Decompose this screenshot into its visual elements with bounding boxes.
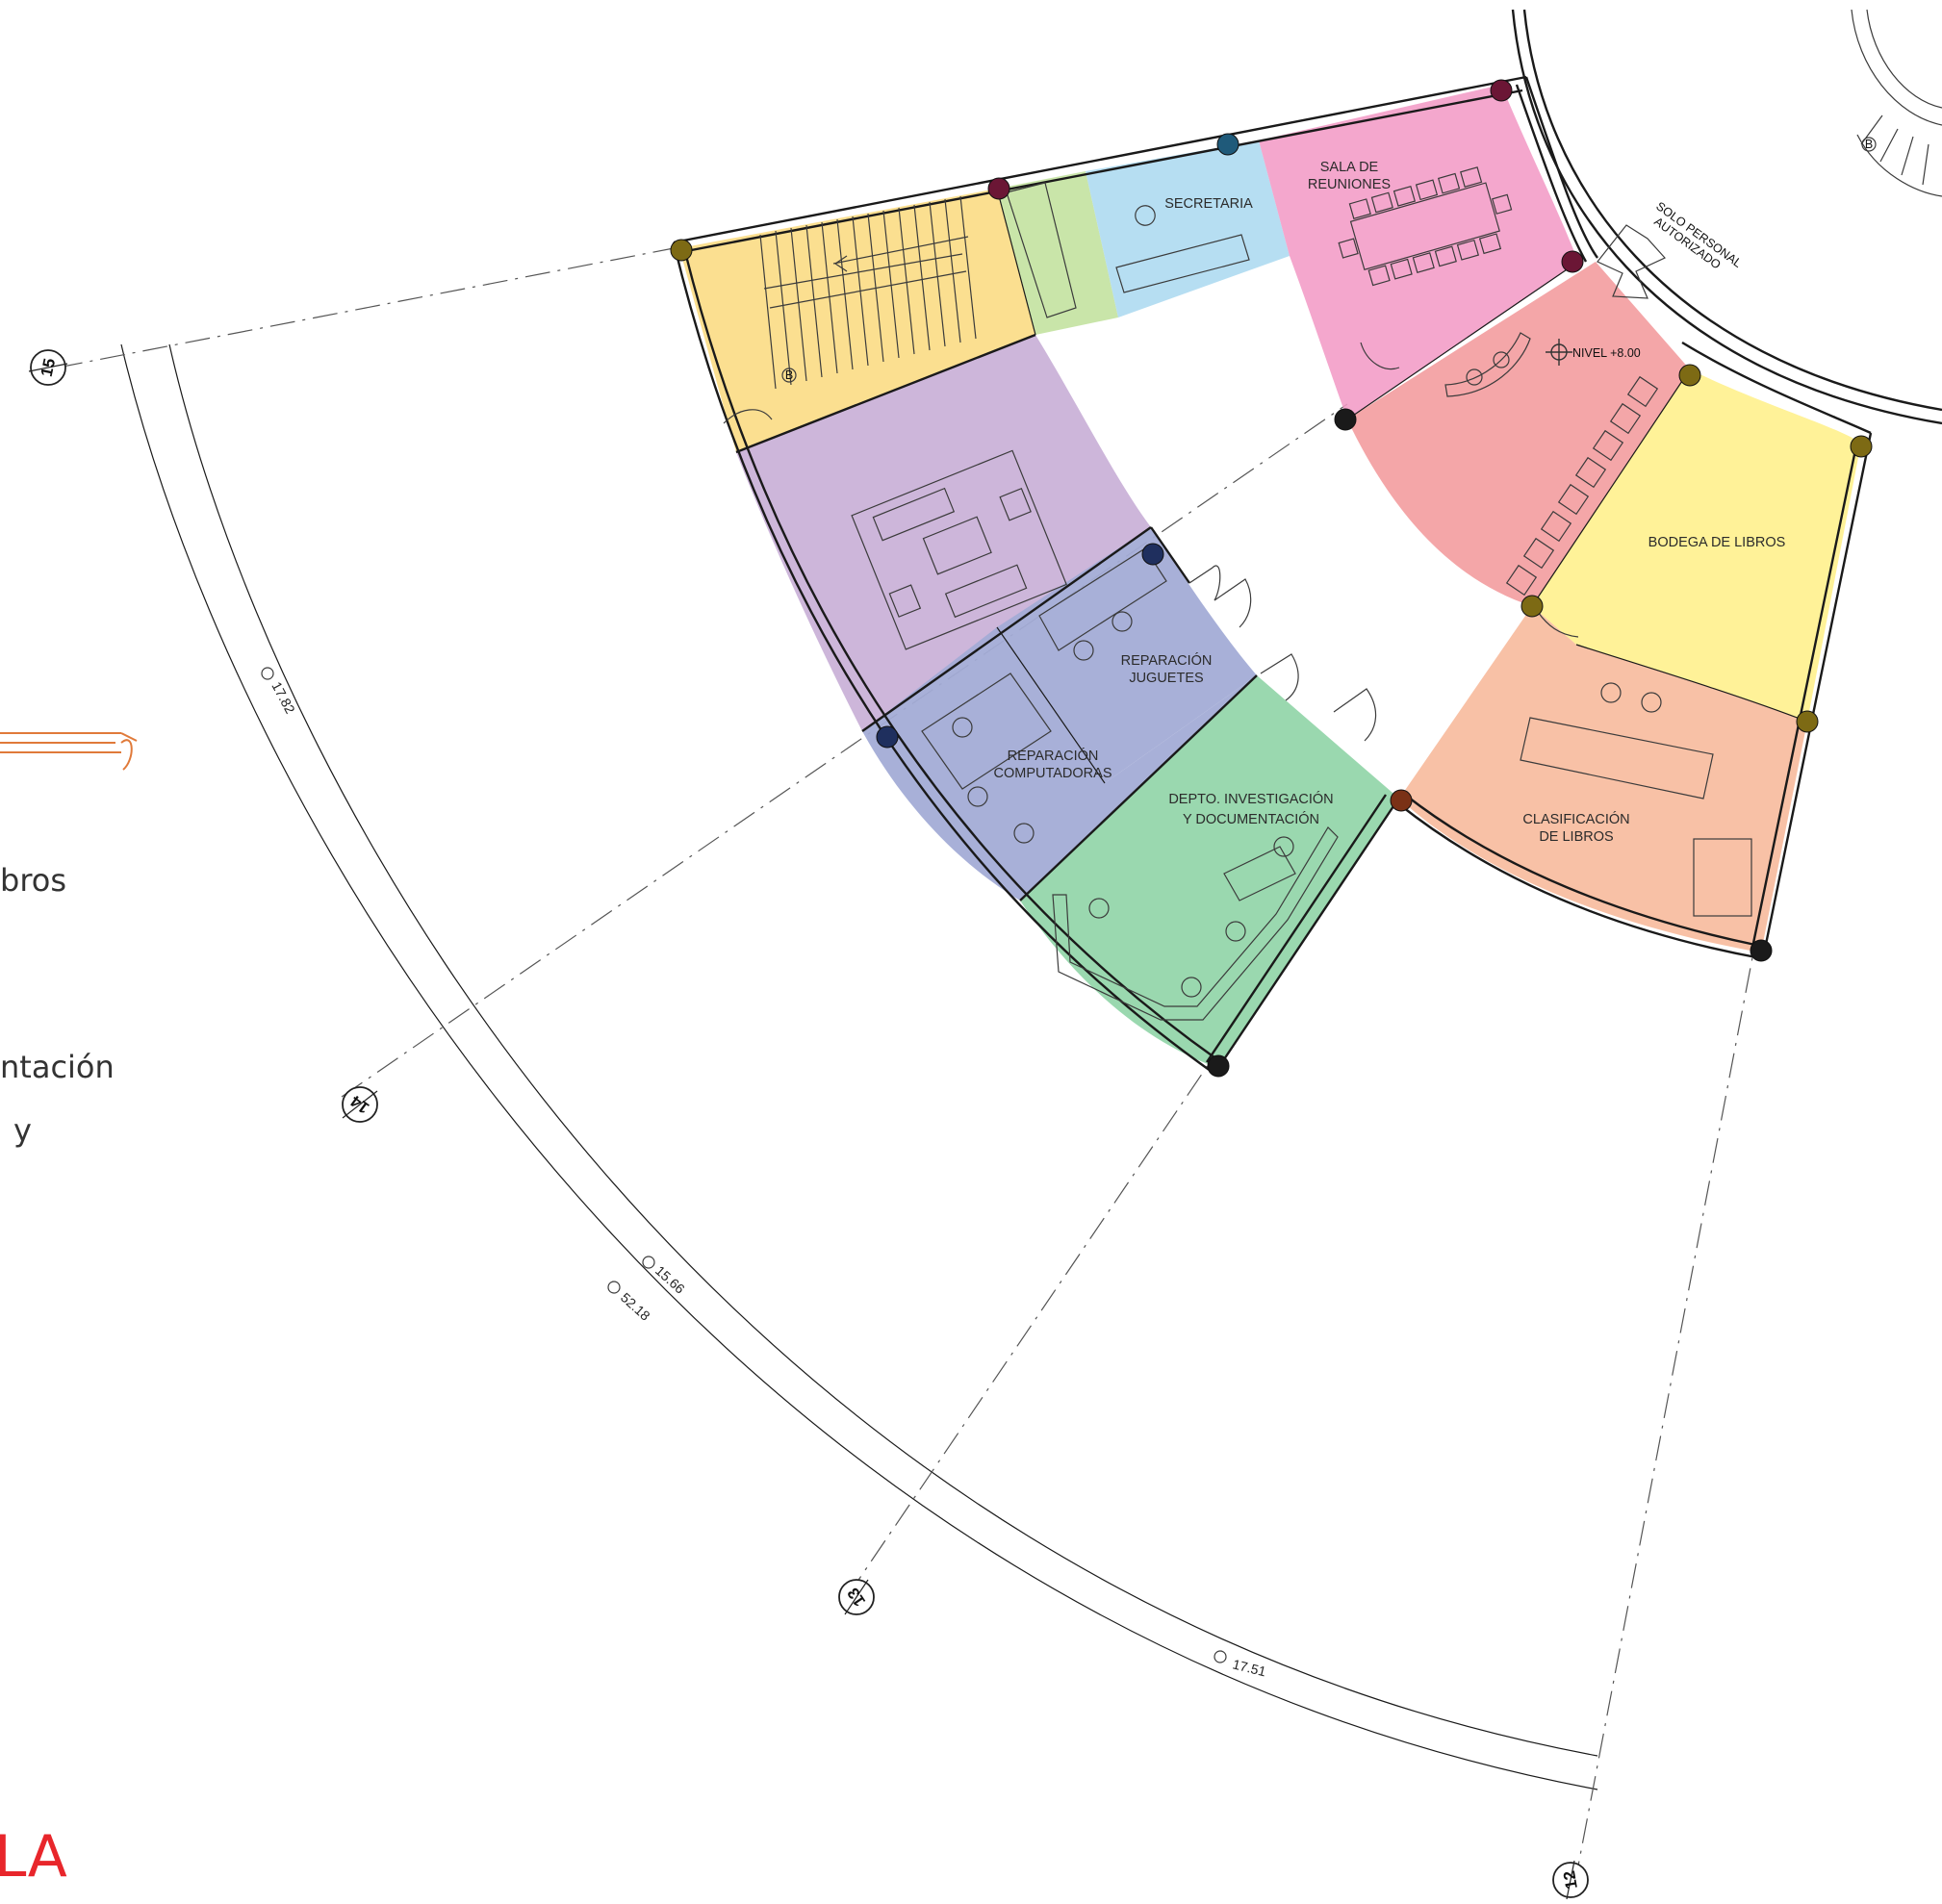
room-secretaria (1086, 140, 1290, 317)
room-sala-reuniones (1259, 85, 1578, 419)
walls (672, 9, 1942, 1075)
label-investigacion-2: Y DOCUMENTACIÓN (1183, 811, 1319, 827)
column (1216, 133, 1239, 156)
legend-item-2: ntación (0, 1049, 115, 1085)
dimension-4: 17.51 (1231, 1656, 1267, 1679)
stair-treads (759, 195, 977, 390)
column (1520, 595, 1544, 618)
label-clasificacion-1: CLASIFICACIÓN (1522, 811, 1629, 827)
column (1850, 435, 1873, 458)
label-sala-reuniones-1: SALA DE (1320, 160, 1379, 175)
column (1561, 250, 1584, 273)
room-estar (736, 335, 1151, 731)
room-reparacion-computadoras (862, 627, 1257, 901)
dimension-3: 52.18 (618, 1289, 653, 1323)
level-marker: NIVEL +8.00 (1546, 339, 1641, 366)
column (876, 725, 899, 749)
level-label: NIVEL +8.00 (1572, 346, 1641, 360)
stair-mark: B (785, 368, 793, 382)
legend: bros ntación y LA (0, 732, 138, 1891)
axis-15-label: 15 (38, 357, 60, 378)
room-recepcion (1347, 262, 1690, 606)
columns (670, 79, 1873, 1078)
axis-markers: 15 14 13 12 (28, 349, 1589, 1900)
label-bodega-libros: BODEGA DE LIBROS (1648, 535, 1786, 550)
column (1334, 408, 1357, 431)
legend-item-3: y (13, 1112, 32, 1149)
core-stair-mark: B (1865, 138, 1873, 151)
axis-15: 15 (28, 349, 68, 386)
label-reparacion-computadoras-1: REPARACIÓN (1008, 748, 1099, 764)
room-clasificacion (1399, 606, 1807, 952)
column (1750, 939, 1773, 962)
axis-14: 14 (342, 1086, 378, 1123)
room-stairs (679, 189, 1035, 452)
site-boundary-arcs (120, 343, 1598, 1790)
axis-13: 13 (838, 1579, 875, 1615)
furniture (851, 166, 1752, 1021)
column (1796, 710, 1819, 733)
waiting-chairs (1505, 375, 1659, 597)
legend-arrow (0, 732, 138, 771)
room-vestibule (997, 171, 1118, 335)
column (987, 177, 1010, 200)
axis-12-label: 12 (1560, 1869, 1581, 1891)
label-reparacion-juguetes-2: JUGUETES (1129, 671, 1203, 686)
column (1490, 79, 1513, 102)
restricted-arrow: SOLO PERSONAL AUTORIZADO (1597, 199, 1744, 299)
column (1390, 789, 1413, 812)
label-secretaria: SECRETARIA (1164, 196, 1253, 212)
label-reparacion-juguetes-1: REPARACIÓN (1121, 652, 1213, 669)
column (670, 239, 693, 262)
axis-12: 12 (1552, 1860, 1589, 1900)
meeting-table (1338, 166, 1513, 287)
room-investigacion (1020, 675, 1399, 1068)
column (1207, 1054, 1230, 1078)
scale-label: LA (0, 1823, 67, 1891)
room-bodega-libros (1532, 369, 1861, 722)
room-labels: SECRETARIA SALA DE REUNIONES BODEGA DE L… (994, 160, 1786, 845)
legend-item-1: bros (0, 862, 66, 899)
room-fills (679, 85, 1861, 1068)
label-clasificacion-2: DE LIBROS (1539, 829, 1613, 845)
label-investigacion-1: DEPTO. INVESTIGACIÓN (1168, 791, 1333, 807)
axis-lines (57, 247, 1754, 1887)
column (1141, 543, 1164, 566)
dimension-2: 15.66 (652, 1262, 688, 1296)
label-sala-reuniones-2: REUNIONES (1308, 177, 1391, 192)
core-stair: B (1851, 9, 1942, 197)
column (1678, 364, 1701, 387)
living-set (851, 449, 1067, 650)
doors (723, 342, 1579, 742)
label-reparacion-computadoras-2: COMPUTADORAS (994, 766, 1112, 781)
stair-mark-circle (781, 368, 797, 383)
